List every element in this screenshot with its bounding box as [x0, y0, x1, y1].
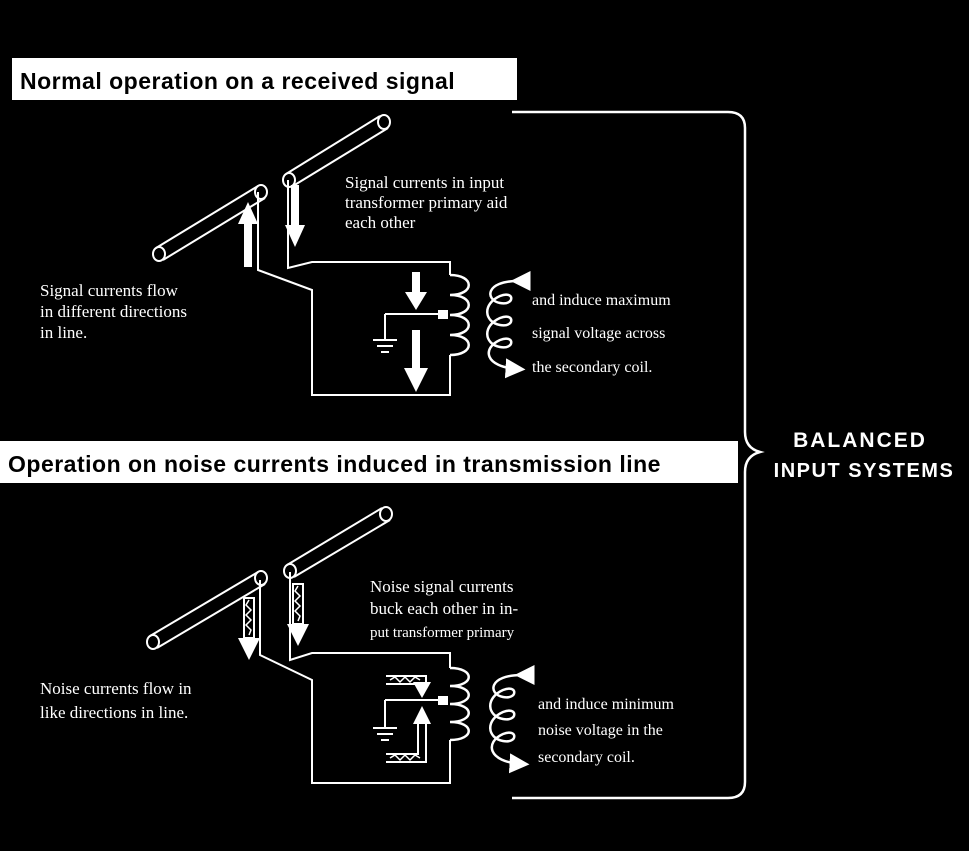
line-arrow-down [285, 185, 305, 247]
caption-line-currents: Signal currents flow in different direct… [40, 281, 187, 342]
caption-line: in different directions [40, 302, 187, 321]
caption-line-currents: Noise currents flow in like directions i… [40, 679, 192, 722]
caption-line: like directions in line. [40, 703, 188, 722]
primary-arrow-top [405, 272, 427, 310]
caption-primary: Noise signal currents buck each other in… [370, 577, 519, 641]
secondary-coil [489, 664, 535, 774]
grouping-brace [512, 110, 765, 800]
side-label-line2: INPUT SYSTEMS [774, 460, 955, 482]
transmission-line [259, 572, 451, 784]
primary-coil [449, 273, 470, 357]
caption-line: and induce minimum [538, 696, 675, 713]
header-box [0, 441, 738, 483]
caption-line: Noise currents flow in [40, 679, 192, 698]
side-label-line1: BALANCED [793, 429, 927, 452]
panel-noise: Operation on noise currents induced in t… [0, 441, 738, 784]
antenna-dipole [146, 506, 393, 650]
antenna-dipole [152, 114, 391, 262]
caption-secondary: and induce maximum signal voltage across… [532, 292, 671, 376]
ground-icon [373, 700, 397, 741]
panel-header: Operation on noise currents induced in t… [8, 451, 661, 477]
caption-line: each other [345, 213, 416, 232]
caption-line: buck each other in in- [370, 599, 519, 618]
primary-noise-arrow-top [386, 675, 431, 698]
panel-header: Normal operation on a received signal [20, 68, 455, 94]
caption-line: put transformer primary [370, 625, 515, 641]
transmission-line [257, 180, 451, 396]
caption-line: the secondary coil. [532, 359, 652, 376]
primary-arrow-bottom [404, 330, 428, 392]
caption-line: in line. [40, 323, 87, 342]
caption-line: Signal currents flow [40, 281, 179, 300]
secondary-coil [486, 270, 531, 379]
caption-line: and induce maximum [532, 292, 671, 309]
ground-icon [373, 314, 397, 353]
primary-noise-arrow-bottom [386, 706, 431, 763]
primary-coil [449, 666, 470, 742]
noise-arrow-right [287, 583, 309, 646]
caption-secondary: and induce minimum noise voltage in the … [538, 696, 675, 766]
caption-line: Noise signal currents [370, 577, 514, 596]
caption-line: signal voltage across [532, 325, 665, 342]
header-box [12, 58, 517, 100]
caption-line: transformer primary aid [345, 193, 508, 212]
center-tap [438, 696, 448, 705]
caption-line: noise voltage in the [538, 722, 663, 739]
line-arrow-up [238, 202, 258, 267]
caption-line: secondary coil. [538, 749, 635, 766]
noise-arrow-left [238, 597, 260, 660]
center-tap [438, 310, 448, 319]
caption-primary: Signal currents in input transformer pri… [345, 173, 508, 232]
panel-signal: Normal operation on a received signal [12, 58, 671, 396]
caption-line: Signal currents in input [345, 173, 504, 192]
